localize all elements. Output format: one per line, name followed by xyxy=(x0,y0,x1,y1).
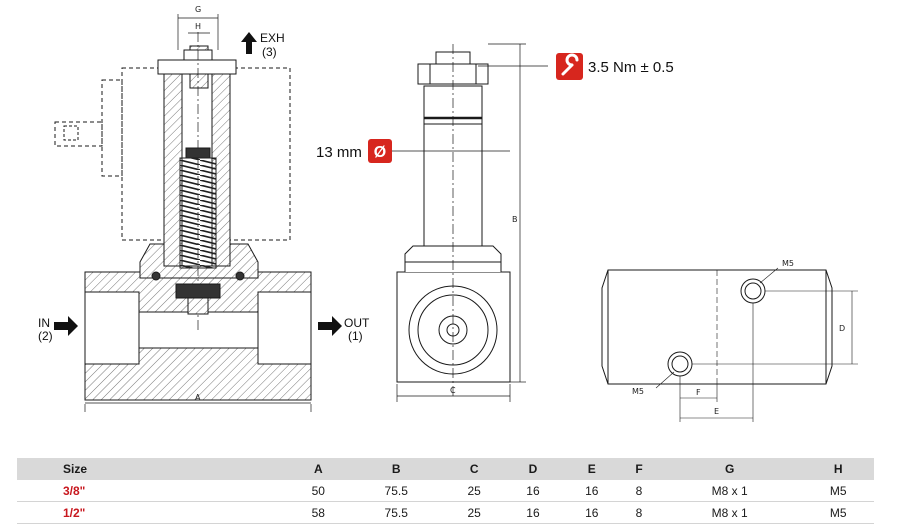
cell-c: 25 xyxy=(444,501,504,524)
valve-body-front xyxy=(396,271,511,383)
inlet-label: IN xyxy=(38,316,50,330)
cell-h: M5 xyxy=(802,501,874,524)
cell-size: 3/8" xyxy=(17,480,289,502)
header-h: H xyxy=(802,458,874,480)
outlet-label: OUT xyxy=(344,316,370,330)
outlet-arrow-icon xyxy=(318,316,342,336)
table-row: 1/2" 58 75.5 25 16 16 8 M8 x 1 M5 xyxy=(17,501,874,524)
dim-d-label: D xyxy=(839,324,845,333)
header-b: B xyxy=(347,458,445,480)
cell-h: M5 xyxy=(802,480,874,502)
dim-c-label: C xyxy=(450,386,456,395)
cell-f: 8 xyxy=(621,480,657,502)
cell-f: 8 xyxy=(621,501,657,524)
dim-e-label: E xyxy=(714,407,719,416)
cell-g: M8 x 1 xyxy=(656,501,803,524)
cell-b: 75.5 xyxy=(347,501,445,524)
cell-b: 75.5 xyxy=(347,480,445,502)
size-table: Size A B C D E F G H 3/8" 50 75.5 25 16 … xyxy=(17,458,874,524)
diameter-icon: Ø xyxy=(368,139,392,163)
cell-a: 58 xyxy=(288,501,348,524)
cell-c: 25 xyxy=(444,480,504,502)
inlet-arrow-icon xyxy=(54,316,78,336)
header-e: E xyxy=(562,458,622,480)
front-view xyxy=(392,43,548,402)
cell-d: 16 xyxy=(503,480,563,502)
exhaust-arrow-icon xyxy=(241,32,257,54)
inlet-port-label: (2) xyxy=(38,329,53,343)
header-size: Size xyxy=(17,458,289,480)
thread-m5-bottom-label: M5 xyxy=(632,387,644,396)
dim-a-label: A xyxy=(195,393,201,402)
dim-b-label: B xyxy=(512,215,518,224)
outlet-port-label: (1) xyxy=(348,329,363,343)
header-c: C xyxy=(444,458,504,480)
table-row: 3/8" 50 75.5 25 16 16 8 M8 x 1 M5 xyxy=(17,480,874,502)
bottom-view xyxy=(601,267,858,422)
connector-outline xyxy=(101,79,123,177)
cell-size: 1/2" xyxy=(17,501,289,524)
svg-text:Ø: Ø xyxy=(374,144,386,161)
cell-d: 16 xyxy=(503,501,563,524)
dim-f-label: F xyxy=(696,388,701,397)
section-view xyxy=(54,14,312,412)
header-f: F xyxy=(621,458,657,480)
dim-h-label: H xyxy=(195,22,201,31)
wrench-icon xyxy=(556,53,583,80)
table-header-row: Size A B C D E F G H xyxy=(17,458,874,480)
header-a: A xyxy=(288,458,348,480)
torque-label: 3.5 Nm ± 0.5 xyxy=(588,59,674,76)
exhaust-label: EXH xyxy=(260,31,285,45)
cell-e: 16 xyxy=(562,480,622,502)
thread-m5-top-label: M5 xyxy=(782,259,794,268)
diameter-label: 13 mm xyxy=(316,144,362,161)
cell-g: M8 x 1 xyxy=(656,480,803,502)
dim-g-label: G xyxy=(195,5,201,14)
exhaust-port-label: (3) xyxy=(262,45,277,59)
header-g: G xyxy=(656,458,803,480)
header-d: D xyxy=(503,458,563,480)
cell-e: 16 xyxy=(562,501,622,524)
cell-a: 50 xyxy=(288,480,348,502)
